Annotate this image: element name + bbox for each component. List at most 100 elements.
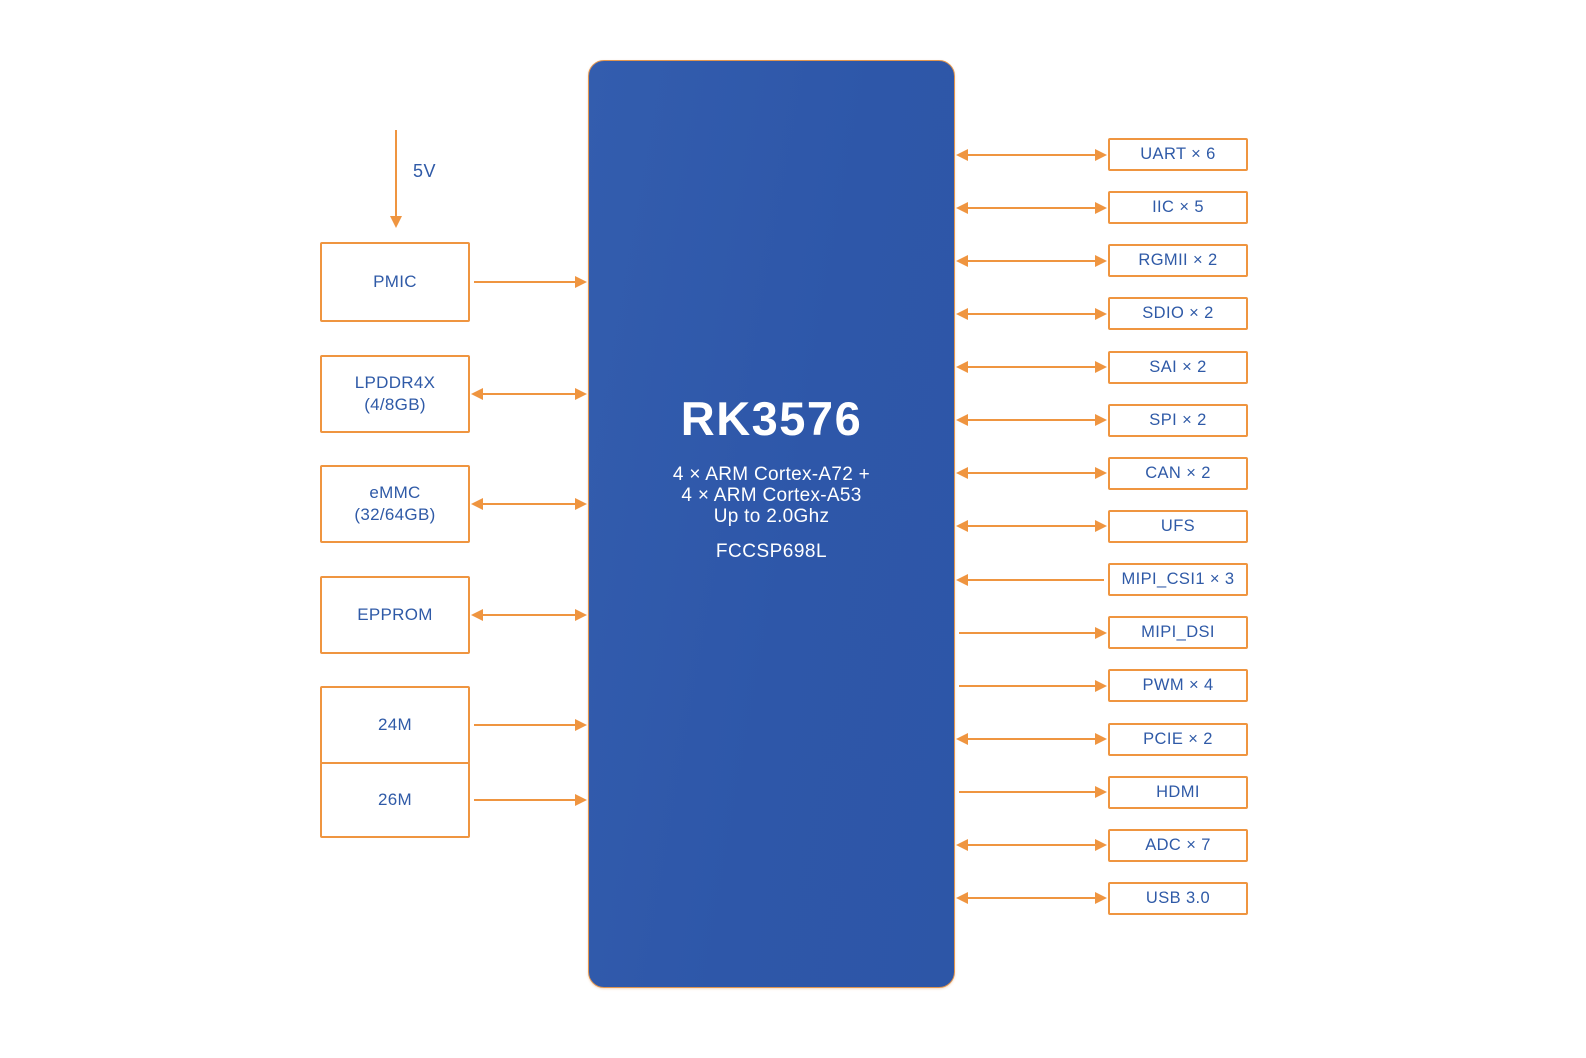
bidirectional-arrow	[955, 360, 1108, 374]
port-row: ADC × 7	[955, 828, 1248, 862]
port-box: IIC × 5	[1108, 191, 1248, 225]
arrow-line	[959, 578, 1104, 581]
peripheral-box: PMIC	[320, 242, 470, 322]
port-box: PWM × 4	[1108, 669, 1248, 703]
port-row: MIPI_DSI	[955, 616, 1248, 650]
port-label: CAN × 2	[1145, 463, 1211, 482]
port-label: MIPI_CSI1 × 3	[1121, 570, 1235, 589]
bidirectional-arrow	[955, 307, 1108, 321]
power-input-arrow	[390, 130, 402, 228]
port-label: MIPI_DSI	[1141, 623, 1215, 642]
port-row: MIPI_CSI1 × 3	[955, 563, 1248, 597]
port-label: USB 3.0	[1145, 888, 1211, 907]
port-box: UART × 6	[1108, 138, 1248, 171]
arrow-line	[959, 153, 1104, 156]
port-box: HDMI	[1108, 775, 1248, 809]
soc-chip-text: RK3576 4 × ARM Cortex-A72 + 4 × ARM Cort…	[589, 391, 954, 563]
peripheral-label: 24M	[378, 715, 412, 734]
bidirectional-arrow	[470, 608, 588, 622]
arrow-line	[474, 613, 584, 616]
chip-cpu-line: 4 × ARM Cortex-A72 +	[672, 464, 871, 485]
chip-name: RK3576	[680, 392, 863, 445]
bidirectional-arrow	[955, 838, 1108, 852]
port-label: UART × 6	[1140, 145, 1216, 163]
peripheral-row: 24M	[320, 686, 588, 764]
arrow-line	[959, 897, 1104, 900]
arrow-to-chip	[470, 718, 588, 732]
bidirectional-arrow	[955, 201, 1108, 215]
arrow-line	[474, 503, 584, 505]
port-box: USB 3.0	[1108, 881, 1248, 915]
bidirectional-arrow	[470, 497, 588, 511]
bidirectional-arrow	[955, 254, 1108, 268]
port-label: ADC × 7	[1145, 835, 1211, 854]
arrow-line	[959, 631, 1104, 634]
peripheral-box: EPPROM	[320, 575, 470, 654]
chip-cpu-line: Up to 2.0Ghz	[713, 506, 830, 527]
peripheral-row: LPDDR4X(4/8GB)	[320, 354, 588, 433]
port-label: IIC × 5	[1152, 198, 1204, 217]
port-label: SAI × 2	[1149, 357, 1207, 376]
port-box: SAI × 2	[1108, 350, 1248, 384]
peripheral-box: LPDDR4X(4/8GB)	[320, 354, 470, 433]
port-box: MIPI_CSI1 × 3	[1108, 563, 1248, 597]
chip-cpu-line: 4 × ARM Cortex-A53	[681, 485, 862, 506]
port-row: CAN × 2	[955, 456, 1248, 490]
port-box: PCIE × 2	[1108, 722, 1248, 756]
arrow-to-port	[955, 679, 1108, 693]
right-ports: UART × 6 IIC × 5 RGMII × 2 SDIO × 2 SAI …	[955, 138, 1248, 915]
arrow-to-chip	[955, 573, 1108, 587]
port-box: SDIO × 2	[1108, 297, 1248, 331]
port-row: SAI × 2	[955, 350, 1248, 384]
arrow-to-chip	[470, 793, 588, 807]
peripheral-row: PMIC	[320, 242, 588, 322]
bidirectional-arrow	[955, 891, 1108, 905]
arrow-to-chip	[470, 275, 588, 289]
bidirectional-arrow	[470, 387, 588, 401]
port-row: PWM × 4	[955, 669, 1248, 703]
bidirectional-arrow	[955, 148, 1108, 162]
bidirectional-arrow	[955, 732, 1108, 746]
power-input-label: 5V	[413, 161, 437, 181]
peripheral-label: PMIC	[373, 272, 417, 291]
arrow-line	[959, 844, 1104, 847]
arrow-line	[959, 419, 1104, 422]
port-label: SDIO × 2	[1142, 304, 1214, 323]
port-label: PWM × 4	[1142, 676, 1214, 695]
port-box: CAN × 2	[1108, 456, 1248, 490]
peripheral-box: eMMC (32/64GB)	[320, 465, 470, 543]
port-box: RGMII × 2	[1108, 244, 1248, 278]
left-peripherals: PMIC LPDDR4X(4/8GB) eMMC (32/64GB) EPPROM…	[320, 242, 588, 838]
peripheral-label: eMMC	[369, 483, 421, 502]
peripheral-row: 26M	[320, 762, 588, 838]
port-row: HDMI	[955, 775, 1248, 809]
arrow-line	[959, 525, 1104, 528]
peripheral-row: eMMC (32/64GB)	[320, 465, 588, 543]
peripheral-label: (4/8GB)	[364, 394, 426, 414]
port-row: UART × 6	[955, 138, 1248, 171]
arrow-line	[959, 738, 1104, 741]
port-row: PCIE × 2	[955, 722, 1248, 756]
port-row: UFS	[955, 509, 1248, 543]
arrow-line	[959, 472, 1104, 475]
peripheral-box: 26M	[320, 762, 470, 838]
arrow-line	[959, 684, 1104, 687]
arrow-line	[474, 724, 584, 726]
arrow-line	[959, 259, 1104, 262]
arrow-line	[959, 312, 1104, 315]
arrow-line	[474, 281, 584, 283]
arrow-line	[959, 366, 1104, 369]
port-label: PCIE × 2	[1143, 729, 1213, 748]
port-row: USB 3.0	[955, 881, 1248, 915]
port-box: UFS	[1108, 509, 1248, 543]
arrow-line	[474, 392, 584, 395]
arrow-line	[474, 799, 584, 801]
peripheral-label: LPDDR4X	[354, 372, 436, 392]
peripheral-label: EPPROM	[357, 604, 433, 624]
port-row: SDIO × 2	[955, 297, 1248, 331]
peripheral-label: (32/64GB)	[354, 505, 436, 524]
arrow-to-port	[955, 785, 1108, 799]
port-label: SPI × 2	[1149, 410, 1207, 429]
port-box: SPI × 2	[1108, 403, 1248, 437]
